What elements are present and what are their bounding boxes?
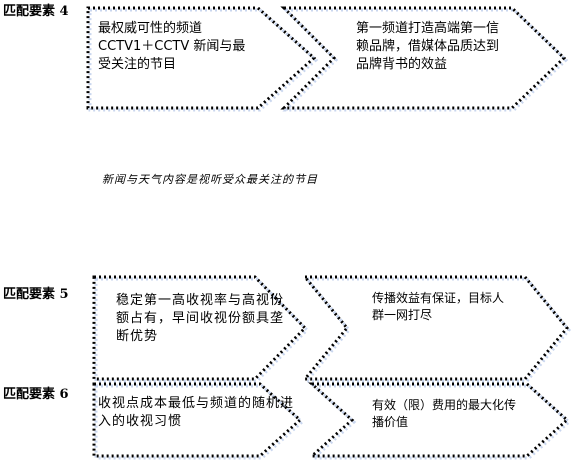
row6-right-text: 有效（限）费用的最大化传播价值	[372, 398, 517, 429]
row5-label: 匹配要素 5	[3, 287, 69, 302]
row5-left-arrow-shape	[92, 275, 308, 381]
row4-left-arrow-shape	[86, 6, 317, 110]
row5-right-chevron-shape	[301, 275, 569, 381]
row5-right-text: 传播效益有保证，目标人群一网打尽	[372, 291, 505, 322]
row6-left-text: 收视点成本最低与频道的随机进入的收视习惯	[98, 396, 295, 429]
row4-left-text: 最权威可性的频道 CCTV1＋CCTV 新闻与最受关注的节目	[98, 21, 246, 72]
row4-right-chevron-shape	[280, 6, 567, 110]
row5-left-text: 稳定第一高收视率与高视份额占有，早间收视份额具垄断优势	[116, 293, 285, 344]
center-note: 新闻与天气内容是视听受众最关注的节目	[102, 173, 318, 186]
row4-right-text: 第一频道打造高端第一信赖品牌，借媒体品质达到品牌背书的效益	[356, 21, 500, 72]
row6-left-arrow-shape	[92, 382, 303, 458]
row6-label: 匹配要素 6	[3, 387, 69, 402]
row4-label: 匹配要素 4	[3, 4, 69, 19]
row6-right-chevron-shape	[308, 382, 570, 458]
